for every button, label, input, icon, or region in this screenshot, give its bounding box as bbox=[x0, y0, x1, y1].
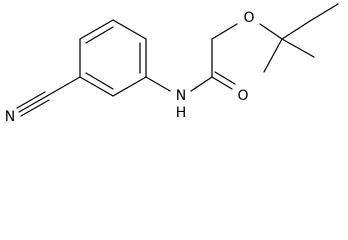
ring-double-bond-inner-3 bbox=[85, 72, 114, 90]
ring-to-amide-n-bond bbox=[145, 76, 171, 92]
nitrile-triple-bond-1 bbox=[18, 95, 48, 113]
carbonyl-oxygen-label: O bbox=[237, 88, 248, 104]
ring-to-nitrile-carbon-bond bbox=[46, 76, 81, 97]
ring-bond-2 bbox=[112, 19, 147, 40]
ether-o-to-quaternary-carbon-bond bbox=[259, 23, 283, 40]
amide-nitrogen-label: N bbox=[176, 88, 186, 104]
nitrile-triple-bond-2 bbox=[16, 91, 46, 109]
ring-bond-5 bbox=[79, 76, 114, 97]
amide-hydrogen-label: H bbox=[176, 105, 187, 121]
carbonyl-double-bond-2 bbox=[214, 71, 236, 85]
quaternary-carbon-to-ethyl-bond bbox=[281, 20, 311, 40]
quaternary-carbon-to-methyl-2 bbox=[281, 38, 315, 58]
benzene-ring bbox=[79, 19, 147, 97]
ethyl-terminal-bond bbox=[309, 3, 339, 22]
ether-oxygen-label: O bbox=[243, 10, 254, 26]
tert-amyl-ether-group: O bbox=[211, 3, 339, 73]
ring-bond-4 bbox=[112, 76, 147, 97]
amide-n-to-carbonyl-bond bbox=[190, 76, 213, 92]
nitrile-group: N bbox=[5, 76, 81, 125]
structure-canvas: N N H O O bbox=[4, 3, 339, 125]
ring-bond-1 bbox=[79, 19, 114, 40]
nitrile-triple-bond-3 bbox=[20, 99, 50, 117]
carbonyl-double-bond-1 bbox=[211, 76, 233, 90]
ring-double-bond-inner-1 bbox=[85, 26, 114, 44]
methylene-to-ether-o-bond bbox=[211, 23, 238, 40]
molecule-structure: N N H O O bbox=[5, 3, 339, 125]
quaternary-carbon-to-methyl-1 bbox=[263, 38, 283, 73]
amide-group: N H O bbox=[145, 38, 249, 121]
nitrile-nitrogen-label: N bbox=[5, 109, 15, 125]
